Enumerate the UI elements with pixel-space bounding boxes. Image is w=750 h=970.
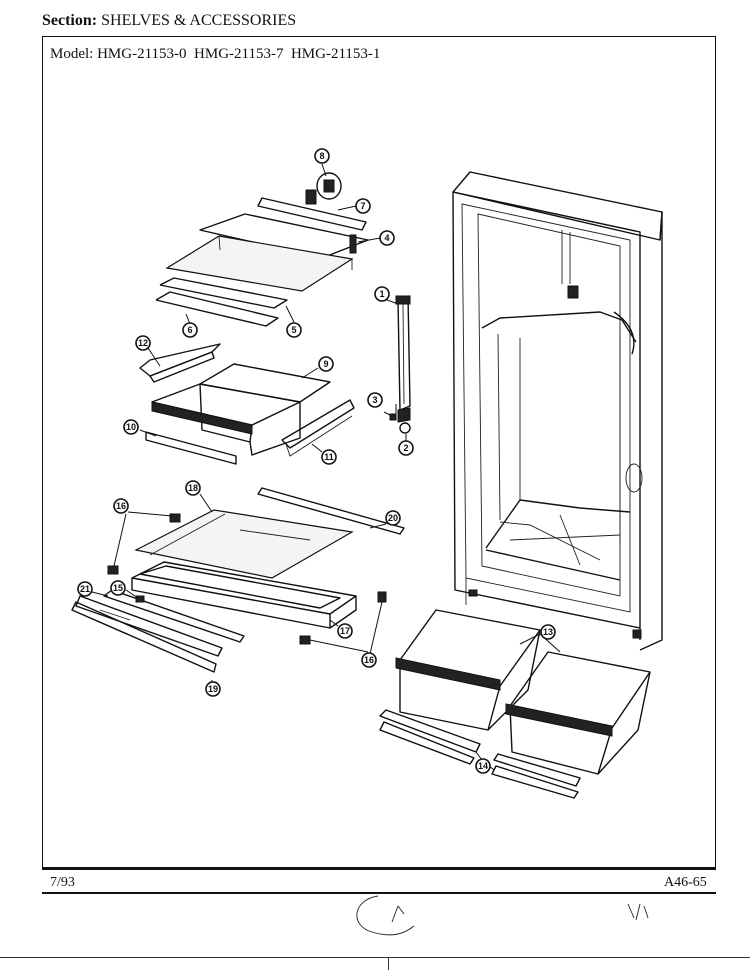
handwritten-marks	[356, 895, 649, 936]
callout-7: 7	[355, 198, 371, 214]
callout-4: 4	[379, 230, 395, 246]
footer-page-code: A46-65	[664, 875, 707, 890]
svg-text:18: 18	[188, 483, 198, 493]
svg-text:4: 4	[384, 233, 389, 243]
section-value: SHELVES & ACCESSORIES	[101, 12, 297, 29]
callout-3: 3	[367, 392, 383, 408]
svg-text:11: 11	[324, 452, 334, 462]
callout-16b: 16	[361, 652, 377, 668]
svg-text:16: 16	[116, 501, 126, 511]
svg-text:14: 14	[478, 761, 488, 771]
page-bottom-tick	[388, 957, 389, 970]
lower-shelf-assembly	[71, 487, 405, 691]
svg-text:1: 1	[379, 289, 384, 299]
callout-1: 1	[374, 286, 390, 302]
refrigerator-cabinet	[452, 171, 663, 651]
svg-text:13: 13	[543, 627, 553, 637]
center-rail-assembly	[383, 295, 411, 434]
svg-text:2: 2	[403, 443, 408, 453]
svg-text:9: 9	[323, 359, 328, 369]
callout-5: 5	[286, 322, 302, 338]
footer-bottom-rule	[42, 892, 716, 894]
callout-11: 11	[321, 449, 337, 465]
callout-21: 21	[77, 581, 93, 597]
callout-14: 14	[475, 758, 491, 774]
callout-20: 20	[385, 510, 401, 526]
callout-6: 6	[182, 322, 198, 338]
callout-13: 13	[540, 624, 556, 640]
svg-text:3: 3	[372, 395, 377, 405]
callout-18: 18	[185, 480, 201, 496]
svg-text:21: 21	[80, 584, 90, 594]
svg-text:12: 12	[138, 338, 148, 348]
svg-text:7: 7	[360, 201, 365, 211]
svg-text:10: 10	[126, 422, 136, 432]
callout-9: 9	[318, 356, 334, 372]
callout-16a: 16	[113, 498, 129, 514]
model-label: Model:	[50, 46, 94, 62]
callout-12: 12	[135, 335, 151, 351]
diagram-frame	[42, 36, 716, 868]
pantry-drawers	[379, 609, 651, 799]
model-line: Model: HMG-21153-0 HMG-21153-7 HMG-21153…	[50, 46, 380, 63]
section-label: Section:	[42, 12, 98, 29]
callout-10: 10	[123, 419, 139, 435]
svg-text:17: 17	[340, 626, 350, 636]
callout-17: 17	[337, 623, 353, 639]
svg-text:16: 16	[364, 655, 374, 665]
footer-rule	[42, 868, 716, 870]
svg-text:15: 15	[113, 583, 123, 593]
section-title: Section: SHELVES & ACCESSORIES	[42, 12, 296, 30]
top-shelf-assembly	[155, 172, 369, 327]
callout-19: 19	[205, 681, 221, 697]
svg-text:20: 20	[388, 513, 398, 523]
page-bottom-line	[0, 957, 750, 958]
callout-8: 8	[314, 148, 330, 164]
svg-text:8: 8	[319, 151, 324, 161]
crisper-drawer-assembly	[139, 343, 355, 465]
svg-text:6: 6	[187, 325, 192, 335]
footer-date: 7/93	[50, 875, 75, 890]
callout-2: 2	[398, 440, 414, 456]
svg-text:19: 19	[208, 684, 218, 694]
model-numbers: HMG-21153-0 HMG-21153-7 HMG-21153-1	[97, 46, 381, 62]
svg-text:5: 5	[291, 325, 296, 335]
callout-15: 15	[110, 580, 126, 596]
